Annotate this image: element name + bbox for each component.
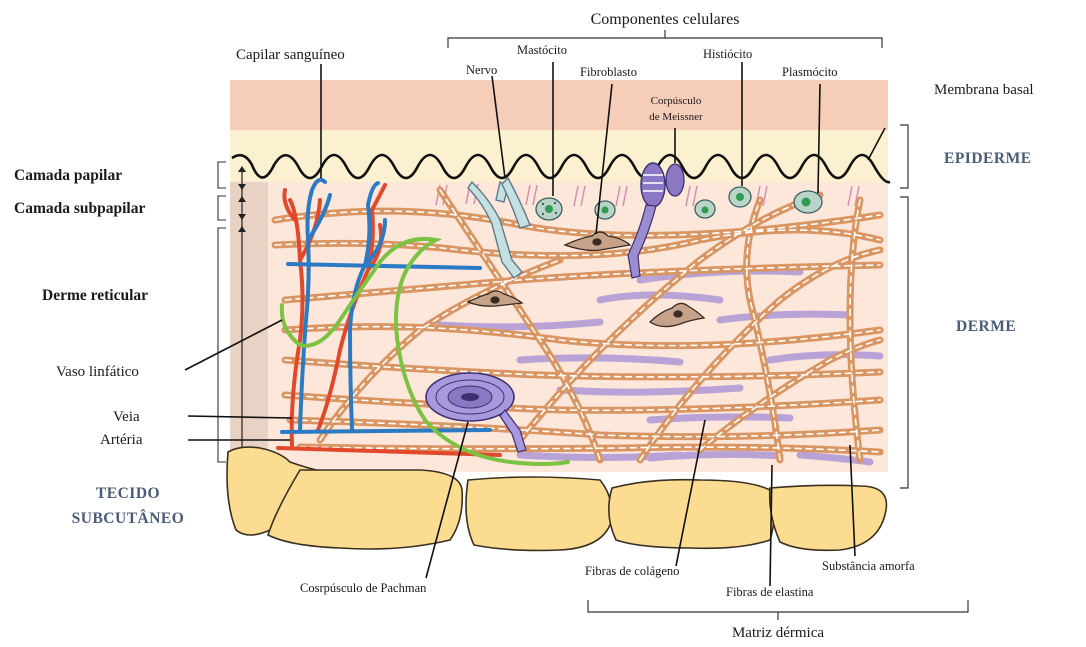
label-fibroblasto: Fibroblasto: [580, 65, 637, 79]
epiderme-bracket: [900, 125, 908, 188]
layer-tecido-1: TECIDO: [96, 485, 160, 502]
label-arteria: Artéria: [100, 432, 143, 448]
label-mastocito: Mastócito: [517, 43, 567, 57]
derme-bracket: [900, 197, 908, 488]
layer-epiderme: EPIDERME: [944, 150, 1032, 167]
label-pachman: Cosrpúsculo de Pachman: [300, 581, 427, 595]
mast-cell: [536, 198, 562, 220]
label-meissner-2: de Meissner: [649, 111, 703, 123]
matriz-bracket: [588, 600, 968, 620]
dermis-front-edge: [230, 182, 268, 467]
layer-tecido-2: SUBCUTÂNEO: [72, 510, 185, 527]
label-matriz-dermica: Matriz dérmica: [732, 625, 824, 641]
label-histiocito: Histiócito: [703, 47, 752, 61]
label-nervo: Nervo: [466, 63, 497, 77]
label-meissner-1: Corpúsculo: [651, 95, 702, 107]
label-camada-subpapilar: Camada subpapilar: [14, 200, 145, 217]
label-membrana-basal: Membrana basal: [934, 82, 1034, 98]
title-componentes: Componentes celulares: [591, 11, 740, 28]
label-camada-papilar: Camada papilar: [14, 167, 122, 184]
layer-derme: DERME: [956, 318, 1016, 335]
label-plasmocito: Plasmócito: [782, 65, 838, 79]
label-fibras-colageno: Fibras de colágeno: [585, 564, 679, 578]
label-vaso-linfatico: Vaso linfático: [56, 364, 139, 380]
plasma-cell: [794, 191, 822, 213]
label-substancia-amorfa: Substância amorfa: [822, 559, 915, 573]
epidermis-band: [230, 130, 888, 190]
label-veia: Veia: [113, 409, 140, 425]
label-derme-reticular: Derme reticular: [42, 287, 148, 304]
top-bracket: [448, 30, 882, 48]
label-fibras-elastina: Fibras de elastina: [726, 585, 814, 599]
label-capilar: Capilar sanguíneo: [236, 47, 345, 63]
